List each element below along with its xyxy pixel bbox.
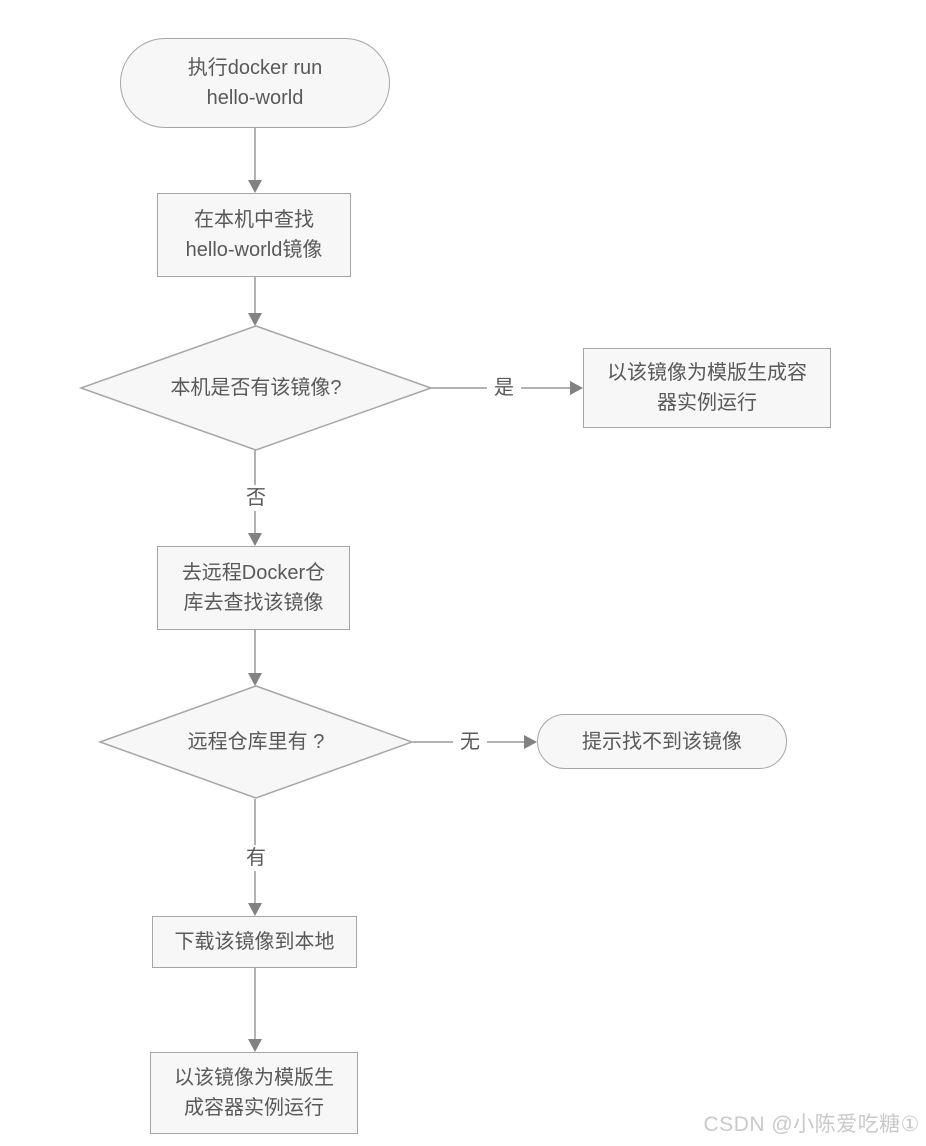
node-run-from-image: 以该镜像为模版生成容 器实例运行 xyxy=(583,348,831,428)
arrowhead-download xyxy=(248,903,262,916)
node-run-downloaded-label: 以该镜像为模版生 成容器实例运行 xyxy=(174,1067,334,1119)
arrowhead-none xyxy=(524,735,537,749)
arrowhead-remotecheck xyxy=(248,673,262,686)
node-find-local: 在本机中查找 hello-world镜像 xyxy=(157,193,351,277)
node-download: 下载该镜像到本地 xyxy=(152,916,357,968)
node-run-from-image-label: 以该镜像为模版生成容 器实例运行 xyxy=(607,362,807,414)
diamond-remote-check xyxy=(97,685,415,799)
node-local-check: 本机是否有该镜像? xyxy=(81,326,431,450)
node-remote-check-label: 远程仓库里有 ? xyxy=(187,731,325,753)
arrowhead-searchremote xyxy=(248,533,262,546)
csdn-watermark: CSDN @小陈爱吃糖① xyxy=(703,1113,920,1136)
node-start-label: 执行docker run hello-world xyxy=(187,57,323,109)
node-not-found: 提示找不到该镜像 xyxy=(537,714,787,769)
node-search-remote-label: 去远程Docker仓 库去查找该镜像 xyxy=(181,562,326,614)
edge-label-yes: 是 xyxy=(487,375,521,401)
node-start: 执行docker run hello-world xyxy=(120,38,390,128)
node-download-label: 下载该镜像到本地 xyxy=(174,931,335,953)
node-remote-check: 远程仓库里有 ? xyxy=(100,686,412,798)
arrowhead-run xyxy=(248,1039,262,1052)
node-find-local-label: 在本机中查找 hello-world镜像 xyxy=(185,209,323,261)
edge-label-no: 否 xyxy=(239,485,273,511)
diamond-local-check xyxy=(78,325,434,451)
edge-label-none: 无 xyxy=(453,729,487,755)
edge-label-has: 有 xyxy=(239,845,273,871)
arrowhead-localcheck xyxy=(248,313,262,326)
node-search-remote: 去远程Docker仓 库去查找该镜像 xyxy=(157,546,350,630)
node-run-downloaded: 以该镜像为模版生 成容器实例运行 xyxy=(150,1052,358,1134)
node-not-found-label: 提示找不到该镜像 xyxy=(582,730,742,753)
arrowhead-findlocal xyxy=(248,180,262,193)
arrowhead-yes xyxy=(570,381,583,395)
node-local-check-label: 本机是否有该镜像? xyxy=(170,377,342,399)
